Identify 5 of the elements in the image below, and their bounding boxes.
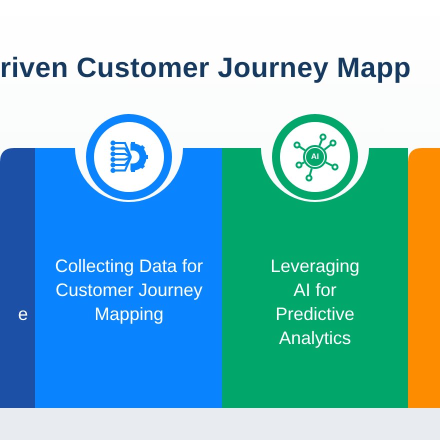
step-text: e [16,303,28,326]
step-text: Leveraging AI for Predictive Analytics [269,255,361,350]
title: riven Customer Journey Mapp [0,52,412,84]
step-text: Collecting Data for Customer Journey Mapping [54,255,204,326]
icon-label: AI [310,151,320,163]
